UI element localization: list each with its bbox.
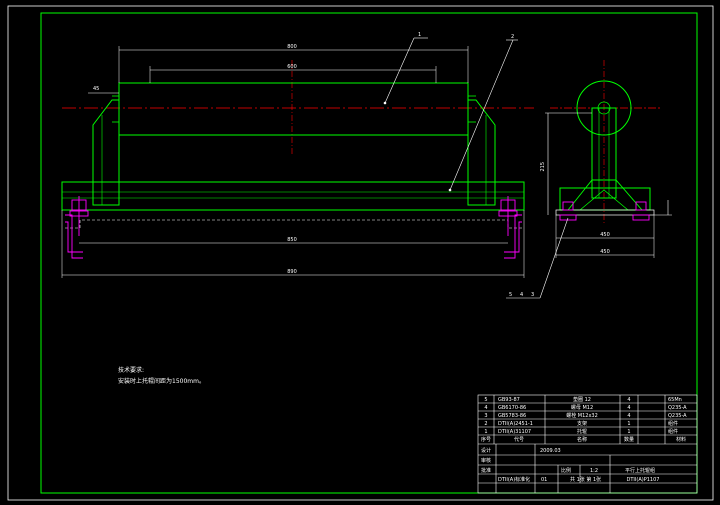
left-bolt-assembly [65,196,89,259]
front-view: 800 600 45 850 890 1 2 [61,32,534,278]
bom-header: 数量 [624,436,634,443]
bom-cell: 托辊 [577,428,587,435]
callout-1: 1 [418,32,421,38]
tb-product-name: 平行上托辊组 [625,467,655,474]
bom-header: 材料 [676,436,686,443]
tb-sheet-no: 01 [541,477,547,483]
leader-1 [384,37,415,104]
dim-base-span: 850 [287,237,297,243]
bom-cell: 1 [484,429,487,435]
tech-notes-title: 技术要求: [118,366,144,374]
bom-cell: 3 [484,413,487,419]
outer-frame [7,5,714,501]
bom-cell: 组件 [668,428,678,435]
bom-header: 名称 [577,436,587,443]
tb-approver: 批准 [481,467,491,474]
left-bracket [92,99,120,206]
tb-scale: 1:2 [590,468,598,474]
base-beam [61,181,525,211]
bom-cell: 组件 [668,420,678,427]
bom-cell: GB6170-86 [498,405,526,411]
right-bracket [467,99,496,206]
bom-header: 序号 [481,436,491,443]
bom-cell: 1 [627,421,630,427]
side-post [591,107,617,199]
dim-roller-offset: 45 [93,86,99,92]
bom-cell: 4 [627,397,630,403]
bom-cell: 4 [484,405,487,411]
bom-header: 代号 [514,436,524,443]
dim-overall-span: 890 [287,269,297,275]
bom-cell: DTII(A)31107 [498,429,531,435]
bom-cell: 1 [627,429,630,435]
tb-scale-label: 比例 [561,467,571,474]
callout-3: 3 [531,292,534,298]
callout-4: 4 [520,292,523,298]
bom-cell: Q235-A [668,413,687,419]
tb-date: 2009.03 [540,448,561,454]
callout-5: 5 [509,292,512,298]
dim-side-width: 450 [600,249,610,255]
leader-2 [449,39,514,191]
side-bolts [559,201,650,221]
leader-side [539,217,569,299]
bom-table [477,394,698,494]
bom-cell: DTII(A)2451-1 [498,421,533,427]
bom-cell: 4 [627,413,630,419]
bom-rows: 5 GB93-87 垫圈 12 4 65Mn 4 GB6170-86 螺母 M1… [481,396,687,443]
roller-body [118,82,469,136]
bom-cell: 2 [484,421,487,427]
bom-cell: 65Mn [668,397,682,403]
inner-frame [40,12,698,494]
bom-cell: 4 [627,405,630,411]
bom-cell: 螺母 M12 [571,404,593,411]
tech-notes-line1: 安装时上托辊间距为1500mm。 [118,377,205,385]
dim-roller-face: 600 [287,64,297,70]
tb-checker: 审核 [481,457,491,464]
tb-sheets: 共 1张 第 1张 [570,476,601,483]
dim-side-height: 215 [540,162,546,172]
bom-cell: 支架 [577,420,587,427]
callout-2: 2 [511,34,514,40]
side-roller-circle [576,80,632,136]
bom-cell: Q235-A [668,405,687,411]
dim-side-bolt-span: 450 [600,232,610,238]
side-view: 215 450 450 5 4 3 [506,60,672,299]
bom-cell: 5 [484,397,487,403]
tb-std-label: DTII(A)标准化 [498,476,530,483]
dim-roller-length: 800 [287,44,297,50]
tb-drawing-no: DTII(A)P1107 [627,477,660,483]
tb-designer: 设计 [481,447,491,454]
bom-cell: 垫圈 12 [573,396,591,403]
bom-cell: 螺栓 M12x32 [566,412,598,419]
right-bolt-assembly [498,196,522,259]
title-block: 设计 2009.03 审核 批准 比例 1:2 平行上托辊组 DTII(A)标准… [481,447,659,483]
bom-cell: GB5783-86 [498,413,526,419]
bom-cell: GB93-87 [498,397,520,403]
